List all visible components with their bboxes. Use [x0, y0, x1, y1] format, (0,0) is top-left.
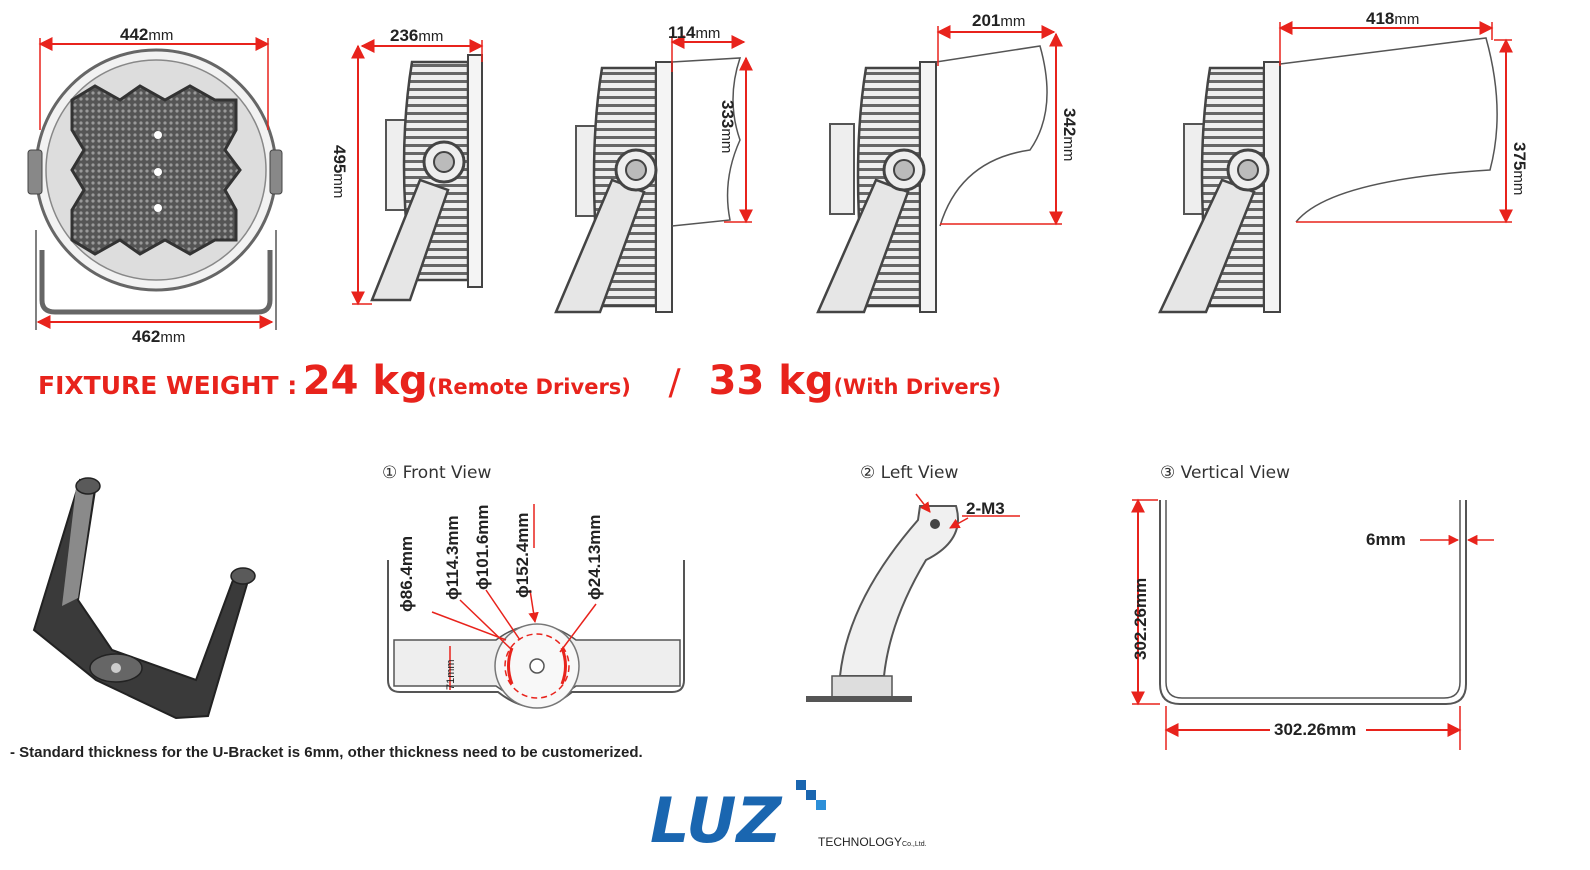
vertical-view-title: ③ Vertical View: [1160, 463, 1290, 483]
svg-text:236mm: 236mm: [390, 26, 443, 45]
hole-label-1: ϕ86.4mm: [397, 536, 416, 612]
side-depth-dimension: 236mm: [360, 26, 484, 62]
visor1-fixture: [554, 57, 742, 314]
hole-label-4: ϕ152.4mm: [513, 512, 532, 598]
visor2-depth-value: 201: [972, 11, 1000, 30]
front-width-top-dimension: 442mm: [38, 25, 270, 130]
svg-text:201mm: 201mm: [972, 11, 1025, 30]
weight-with-value: 33 kg: [708, 358, 834, 404]
front-width-bottom-dimension: 462mm: [36, 315, 274, 346]
visor1-depth-dimension: 114mm: [668, 23, 746, 72]
bracket-width-label-bg: [1270, 718, 1366, 740]
hole-label-2: ϕ114.3mm: [443, 515, 462, 600]
slot-height-label: 71mm: [445, 659, 457, 690]
bracket-front-view: [387, 504, 685, 709]
fixture-weight: FIXTURE WEIGHT : 24 kg(Remote Drivers) /…: [38, 358, 1001, 404]
svg-text:462mm: 462mm: [132, 327, 185, 346]
svg-text:418mm: 418mm: [1366, 9, 1419, 28]
side-depth-value: 236: [390, 26, 418, 45]
bracket-vertical-view: [1131, 498, 1494, 750]
visor3-depth-dimension: 418mm: [1278, 9, 1494, 66]
svg-text:114mm: 114mm: [668, 23, 720, 42]
thickness-label: 6mm: [1366, 530, 1406, 549]
visor3-depth-value: 418: [1366, 9, 1394, 28]
svg-text:TECHNOLOGYCo.,Ltd.: TECHNOLOGYCo.,Ltd.: [818, 835, 927, 849]
svg-text:495mm: 495mm: [330, 145, 349, 198]
side-height-dimension: 495mm: [330, 44, 372, 306]
side-view-fixture: [370, 54, 483, 302]
logo-suffix: Co.,Ltd.: [902, 841, 927, 848]
weight-with-note: (With Drivers): [833, 375, 1002, 399]
front-width-bottom-value: 462: [132, 327, 160, 346]
side-height-value: 495: [330, 145, 349, 173]
visor1-height-value: 333: [718, 100, 737, 128]
screw-label: 2-M3: [966, 499, 1005, 518]
bracket-left-view: [806, 493, 1020, 702]
visor2-fixture: [816, 45, 1048, 314]
weight-remote-value: 24 kg: [302, 358, 428, 404]
visor2-height-value: 342: [1060, 108, 1079, 136]
bracket-height-label: 302.26mm: [1131, 578, 1150, 660]
front-width-top-value: 442: [120, 25, 148, 44]
left-view-title: ② Left View: [860, 463, 958, 483]
weight-label: FIXTURE WEIGHT :: [38, 371, 298, 400]
visor1-height-dimension: 333mm: [718, 56, 753, 224]
hole-label-3: ϕ101.6mm: [473, 504, 492, 590]
visor1-depth-value: 114: [668, 23, 696, 42]
visor2-depth-dimension: 201mm: [936, 11, 1056, 66]
visor3-height-value: 375: [1510, 142, 1529, 170]
svg-text:342mm: 342mm: [1060, 108, 1079, 161]
weight-remote-note: (Remote Drivers): [427, 375, 631, 399]
visor2-height-dimension: 342mm: [940, 32, 1079, 226]
weight-separator: /: [668, 362, 681, 403]
u-bracket-3d: [32, 477, 256, 720]
hole-label-5: ϕ24.13mm: [585, 514, 604, 600]
front-view-fixture: [27, 48, 283, 330]
logo-word: LUZ: [650, 784, 782, 857]
bracket-width-label: 302.26mm: [1274, 720, 1356, 739]
thickness-note: - Standard thickness for the U-Bracket i…: [10, 744, 643, 761]
svg-text:333mm: 333mm: [718, 100, 737, 153]
luz-logo: LUZ TECHNOLOGYCo.,Ltd.: [650, 780, 927, 857]
visor3-height-dimension: 375mm: [1296, 38, 1529, 224]
svg-text:442mm: 442mm: [120, 25, 173, 44]
visor3-fixture: [1158, 37, 1498, 314]
logo-tagline: TECHNOLOGY: [818, 835, 902, 849]
front-view-title: ① Front View: [382, 463, 491, 483]
svg-text:375mm: 375mm: [1510, 142, 1529, 195]
